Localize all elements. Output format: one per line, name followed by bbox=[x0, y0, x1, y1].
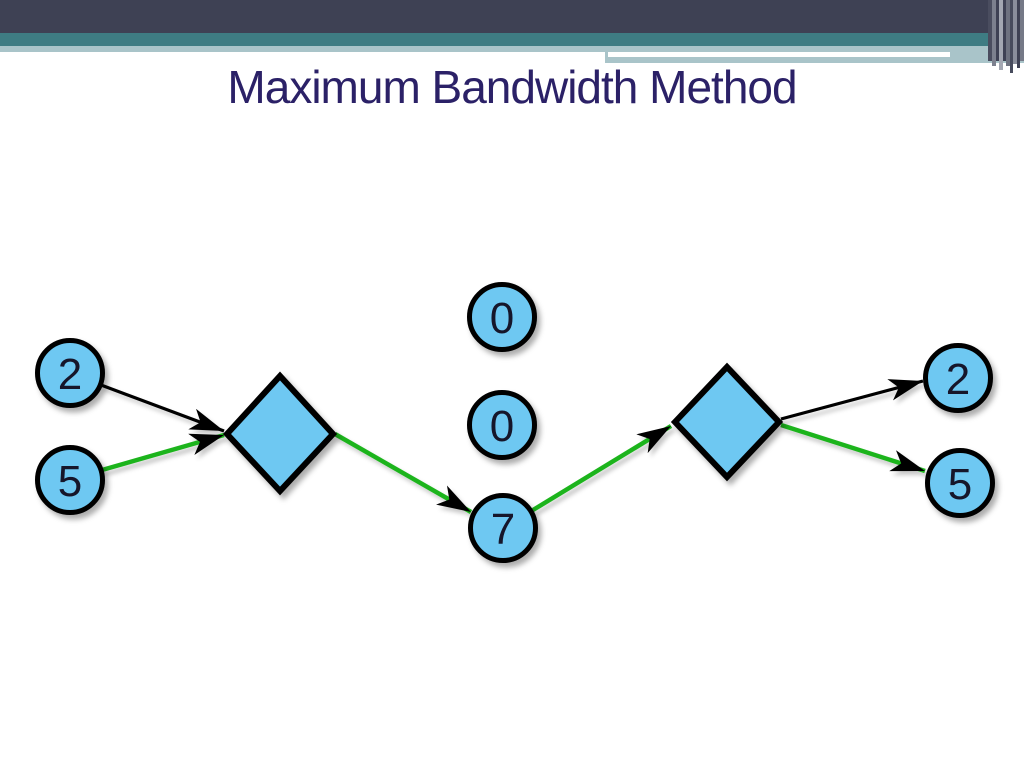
node-circle bbox=[467, 390, 537, 460]
deco-stripe bbox=[996, 0, 999, 61]
node-label: 7 bbox=[491, 505, 515, 554]
node-label: 0 bbox=[490, 294, 514, 343]
edge-source-bottom-to-router-left bbox=[101, 432, 225, 473]
node-middle-bottom: 7 bbox=[468, 493, 538, 563]
deco-stripe bbox=[988, 0, 992, 61]
header-white-stripe bbox=[608, 52, 950, 57]
node-router-left bbox=[222, 371, 338, 496]
node-label: 2 bbox=[58, 350, 82, 399]
node-label: 5 bbox=[948, 460, 972, 509]
node-middle-top: 0 bbox=[467, 282, 537, 352]
edge-middle-bottom-to-router-right bbox=[531, 424, 673, 512]
node-middle-center: 0 bbox=[467, 390, 537, 460]
node-circle bbox=[467, 282, 537, 352]
deco-stripe bbox=[1006, 0, 1010, 66]
node-router-right bbox=[670, 362, 784, 482]
header-light-band-left bbox=[0, 46, 608, 52]
node-diamond bbox=[670, 362, 784, 482]
deco-stripe bbox=[1017, 0, 1020, 68]
edge-source-top-to-router-left bbox=[100, 383, 225, 433]
node-circle bbox=[35, 445, 105, 515]
node-circle bbox=[923, 343, 993, 413]
corner-stripes bbox=[0, 0, 1024, 80]
deco-stripe bbox=[1010, 0, 1013, 73]
header-teal-bar bbox=[0, 33, 1024, 46]
node-source-bottom: 5 bbox=[35, 445, 105, 515]
node-source-top: 2 bbox=[35, 338, 105, 408]
deco-stripe bbox=[1003, 0, 1006, 61]
node-diamond bbox=[222, 371, 338, 496]
node-label: 0 bbox=[490, 402, 514, 451]
node-label: 5 bbox=[58, 457, 82, 506]
node-dest-top: 2 bbox=[923, 343, 993, 413]
deco-stripe bbox=[999, 0, 1003, 70]
edge-router-left-to-middle-bottom bbox=[333, 432, 473, 514]
slide-title: Maximum Bandwidth Method bbox=[227, 61, 797, 113]
deco-stripe bbox=[992, 0, 996, 66]
node-circle bbox=[925, 448, 995, 518]
node-circle bbox=[35, 338, 105, 408]
node-label: 2 bbox=[946, 355, 970, 404]
edge-router-right-to-dest-bottom bbox=[780, 422, 926, 474]
header-dark-bar bbox=[0, 0, 1024, 33]
node-dest-bottom: 5 bbox=[925, 448, 995, 518]
node-circle bbox=[468, 493, 538, 563]
edge-router-right-to-dest-top bbox=[780, 379, 924, 421]
deco-stripe bbox=[1013, 0, 1017, 64]
deco-stripe bbox=[1020, 0, 1024, 61]
